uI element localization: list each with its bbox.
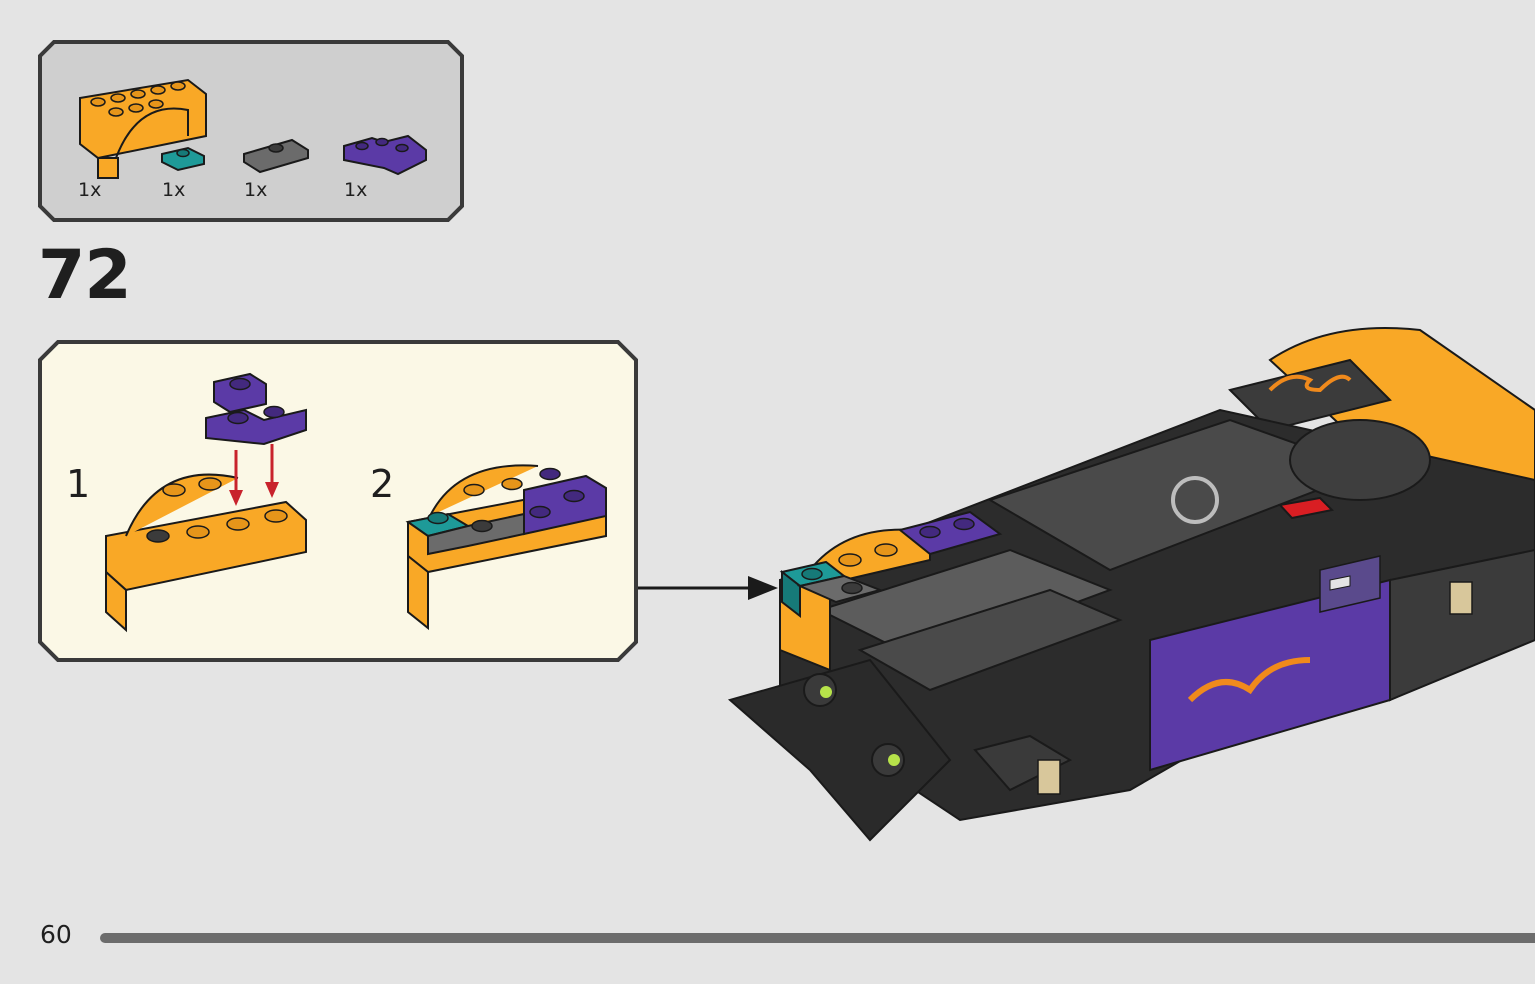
substep-callout-frame — [38, 340, 638, 662]
parts-list-panel: 1x 1x 1x 1x — [38, 40, 464, 222]
part-gray-jumper-icon — [243, 138, 309, 174]
front-bumper-and-axles — [727, 581, 1473, 842]
substep-1-red-arrows — [229, 444, 279, 506]
part-qty-teal-plate: 1x — [162, 179, 186, 201]
substep-2-assembled-brick — [405, 464, 607, 631]
front-purple-plate — [897, 510, 1003, 556]
part-purple-corner-icon — [343, 134, 427, 176]
step-number: 72 — [38, 236, 132, 315]
progress-bar — [100, 933, 1535, 943]
substep-2-label: 2 — [370, 462, 395, 506]
front-chassis-plates — [817, 548, 1123, 692]
part-yellow-arch-icon — [79, 78, 207, 179]
part-qty-yellow-arch: 1x — [78, 179, 102, 201]
substep-1-label: 1 — [66, 462, 91, 506]
callout-pointer-arrow — [638, 576, 778, 600]
parts-list-frame — [38, 40, 464, 222]
front-teal-plate — [779, 560, 847, 619]
front-gray-jumper — [796, 574, 884, 604]
part-qty-purple-corner: 1x — [344, 179, 368, 201]
part-teal-plate-icon — [161, 146, 205, 172]
race-car-model — [638, 327, 1535, 842]
main-model-illustration — [630, 320, 1535, 870]
page-number: 60 — [40, 920, 72, 949]
substep-callout-panel: 1 2 — [38, 340, 638, 662]
substep-1-purple-plate — [205, 372, 307, 446]
substep-1-base-brick — [105, 473, 307, 633]
part-qty-gray-jumper: 1x — [244, 179, 268, 201]
